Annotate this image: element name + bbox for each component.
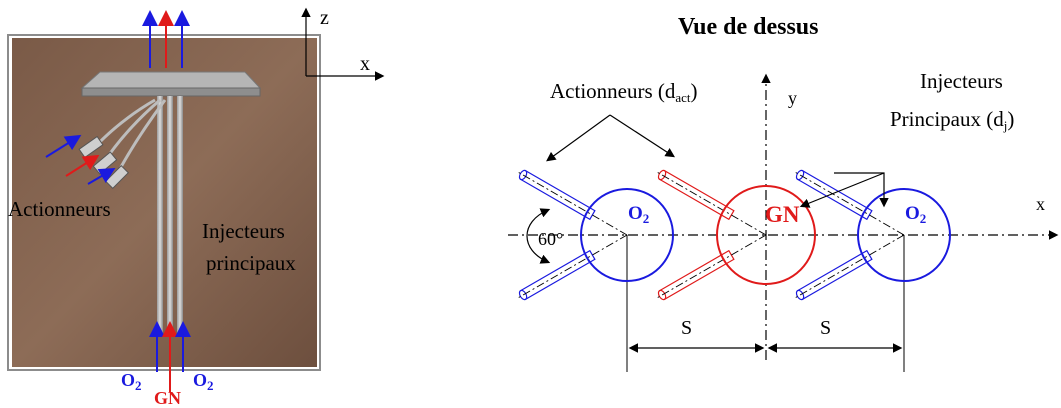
injectors-label-line2: principaux	[206, 251, 296, 275]
injectors-label-top-view-line1: Injecteurs	[920, 69, 1003, 93]
angle-label: 60°	[538, 229, 563, 249]
actuator-tubes-left-o2	[518, 169, 628, 301]
circle-label-gn: GN	[765, 202, 800, 227]
bottom-label-o2-left: O2	[121, 370, 142, 393]
actuators-leader-left	[546, 114, 611, 162]
bottom-flow-labels: O2 GN O2	[121, 370, 214, 408]
actuator-arrow-blue-1	[45, 134, 82, 158]
top-view-axis-x-label: x	[1036, 194, 1045, 214]
injectors-label-line1: Injecteurs	[202, 219, 285, 243]
spacing-label-right: S	[820, 317, 831, 339]
circle-label-o2-left: O2	[628, 203, 649, 226]
actuator-arrow-blue-2	[87, 167, 116, 185]
injector-circle-o2-right	[857, 188, 951, 282]
injector-plate-edge	[81, 87, 261, 97]
bottom-label-o2-right: O2	[193, 370, 214, 393]
actuator-tubes-right-o2	[795, 169, 905, 301]
photo-panel	[7, 7, 385, 392]
injector-plate	[80, 71, 262, 89]
angle-arc	[526, 208, 551, 264]
photo-frame	[7, 34, 321, 371]
injectors-label-top-view-line2: Principaux (dj)	[890, 107, 1014, 133]
injector-circle-gn	[716, 185, 816, 285]
injector-tube-left	[157, 96, 163, 336]
actuators-label: Actionneurs	[8, 197, 111, 221]
axis-x-label: x	[360, 53, 370, 75]
actuator-arrow-red	[65, 154, 100, 177]
axis-z-label: z	[320, 7, 329, 29]
injectors-leader-diagonal	[799, 172, 885, 208]
actuators-label-top-view: Actionneurs (dact)	[550, 79, 698, 105]
top-view-title: Vue de dessus	[678, 14, 819, 40]
actuators-leader-right	[609, 114, 676, 158]
spacing-label-left: S	[681, 317, 692, 339]
injector-tube-right	[177, 96, 183, 336]
top-view-axis-y-label: y	[788, 88, 797, 108]
bottom-label-gn: GN	[154, 388, 181, 408]
actuator-tubes-gn	[657, 169, 767, 301]
injector-circle-o2-left	[580, 188, 674, 282]
injector-tube-center	[167, 96, 173, 336]
circle-label-o2-right: O2	[905, 203, 926, 226]
